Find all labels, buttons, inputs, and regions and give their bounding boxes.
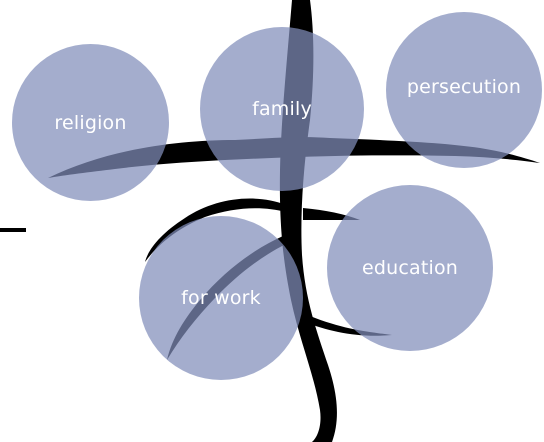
circle-family: family: [200, 27, 364, 191]
circle-label: religion: [54, 111, 127, 134]
circle-label: for work: [181, 287, 261, 309]
circle-persecution: persecution: [386, 12, 542, 168]
lower-right-root: [305, 316, 392, 336]
circle-religion: religion: [12, 44, 169, 201]
circle-label: persecution: [406, 76, 522, 98]
circle-for-work: for work: [139, 216, 303, 380]
divider-line: [0, 228, 26, 232]
circle-education: education: [327, 185, 493, 351]
circle-label: family: [252, 98, 312, 120]
circle-label: education: [361, 257, 459, 279]
